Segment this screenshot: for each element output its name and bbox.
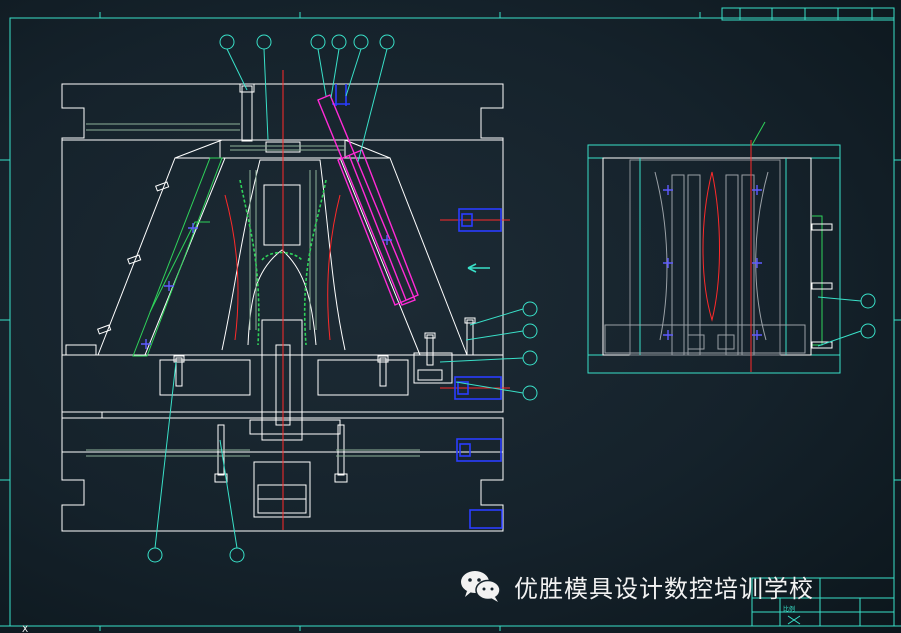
side-view-balloons	[751, 121, 876, 347]
center-marks	[141, 223, 392, 349]
title-block-mark: 比例	[783, 605, 795, 613]
centerlines	[224, 70, 510, 530]
corner-mark: X	[22, 625, 28, 633]
wechat-icon	[461, 571, 501, 602]
side-view-marks	[663, 185, 762, 340]
side-view	[587, 144, 841, 374]
inclined-lifter	[132, 157, 223, 357]
watermark-text: 优胜模具设计数控培训学校	[514, 574, 814, 603]
callout-balloons	[147, 34, 538, 563]
guide-pins	[86, 123, 420, 457]
core-insert-hatch	[239, 179, 327, 346]
side-view-centerline	[702, 140, 752, 372]
drawing-frame	[0, 7, 901, 631]
bolt-group	[173, 83, 476, 483]
cooling-fittings	[332, 84, 503, 529]
hydraulic-cylinder	[317, 94, 419, 306]
side-view-columns	[604, 171, 806, 356]
side-view-fittings	[811, 223, 833, 349]
watermark: 优胜模具设计数控培训学校	[458, 568, 814, 604]
